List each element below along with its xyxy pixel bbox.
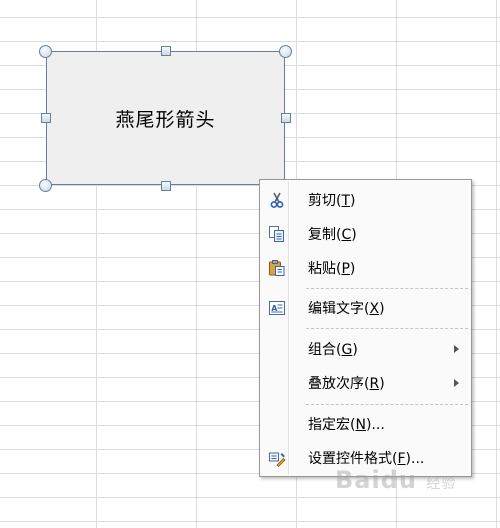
menu-item-label: 设置控件格式(F)...	[308, 451, 425, 467]
menu-item-copy[interactable]: 复制(C)	[262, 219, 469, 249]
watermark-logo: Baidu 经验	[335, 466, 457, 494]
resize-handle-right[interactable]	[281, 113, 291, 123]
submenu-arrow-icon	[454, 345, 459, 353]
svg-text:A: A	[271, 304, 278, 313]
menu-item-label: 组合(G)	[308, 342, 358, 358]
selected-shape[interactable]: 燕尾形箭头	[46, 51, 285, 185]
resize-handle-top-right[interactable]	[279, 45, 292, 58]
menu-separator	[306, 404, 468, 405]
paste-icon	[269, 260, 285, 276]
menu-separator	[306, 288, 468, 289]
context-menu: 剪切(T) 复制(C) 粘贴(P) A 编辑文字(X)	[259, 179, 472, 477]
menu-item-paste[interactable]: 粘贴(P)	[262, 253, 469, 283]
copy-icon	[269, 226, 284, 242]
menu-item-order[interactable]: 叠放次序(R)	[262, 368, 469, 398]
format-brush-icon	[269, 452, 286, 467]
text-box-icon: A	[269, 301, 285, 315]
menu-separator	[306, 328, 468, 329]
resize-handle-bottom[interactable]	[161, 181, 171, 191]
menu-item-format-control[interactable]: 设置控件格式(F)...	[262, 443, 469, 473]
shape-label: 燕尾形箭头	[115, 108, 216, 131]
menu-item-label: 编辑文字(X)	[308, 301, 385, 317]
resize-handle-top-left[interactable]	[39, 45, 52, 58]
menu-item-assign-macro[interactable]: 指定宏(N)...	[262, 409, 469, 439]
resize-handle-top[interactable]	[161, 46, 171, 56]
menu-item-edit-text[interactable]: A 编辑文字(X)	[262, 293, 469, 323]
menu-item-label: 剪切(T)	[308, 193, 356, 209]
menu-item-label: 粘贴(P)	[308, 261, 356, 277]
resize-handle-bottom-left[interactable]	[39, 179, 52, 192]
menu-item-label: 指定宏(N)...	[308, 417, 385, 433]
menu-item-group[interactable]: 组合(G)	[262, 334, 469, 364]
menu-item-cut[interactable]: 剪切(T)	[262, 185, 469, 215]
scissors-icon	[270, 192, 284, 208]
resize-handle-left[interactable]	[41, 113, 51, 123]
menu-item-label: 叠放次序(R)	[308, 376, 385, 392]
menu-item-label: 复制(C)	[308, 227, 357, 243]
submenu-arrow-icon	[454, 379, 459, 387]
